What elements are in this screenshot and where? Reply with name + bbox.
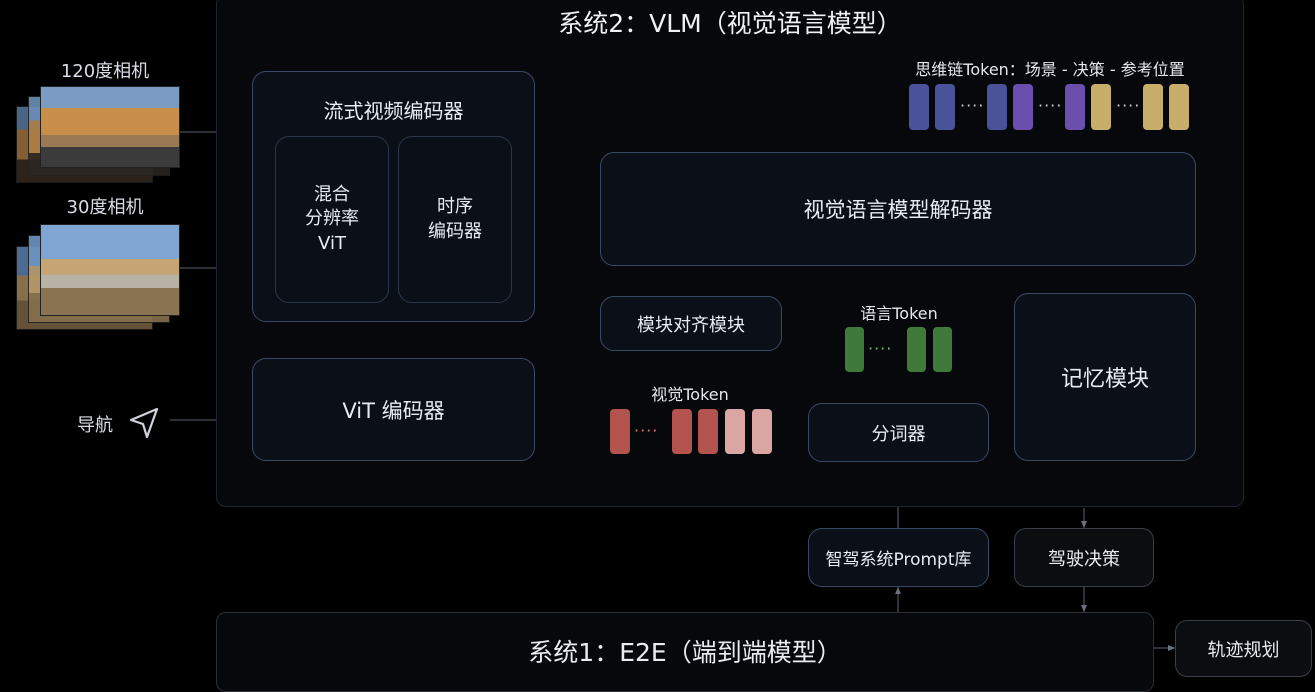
cot-token xyxy=(909,84,929,130)
language-token xyxy=(845,327,864,372)
visual-token xyxy=(698,409,718,454)
visual-token-label: 视觉Token xyxy=(651,385,729,404)
nav-label: 导航 xyxy=(77,415,113,436)
driving-decision: 驾驶决策 xyxy=(1014,528,1154,587)
language-token xyxy=(933,327,952,372)
cot-token xyxy=(1065,84,1085,130)
ellipsis-icon: ···· xyxy=(1038,96,1063,115)
ellipsis-icon: ···· xyxy=(634,421,659,440)
vlm-decoder: 视觉语言模型解码器 xyxy=(600,152,1196,266)
prompt-library: 智驾系统Prompt库 xyxy=(808,528,989,587)
navigation-arrow-icon xyxy=(129,407,159,439)
ellipsis-icon: ···· xyxy=(960,96,985,115)
cam30-image-stack xyxy=(16,224,180,330)
streaming-encoder-title: 流式视频编码器 xyxy=(323,99,464,123)
visual-token xyxy=(725,409,745,454)
ellipsis-icon: ···· xyxy=(868,339,893,358)
cot-token-label: 思维链Token：场景 - 决策 - 参考位置 xyxy=(915,60,1185,79)
language-token xyxy=(907,327,926,372)
cam30-label: 30度相机 xyxy=(66,197,144,218)
mixed-line1: 混合 xyxy=(314,184,350,206)
mixed-resolution-vit: 混合 分辨率 ViT xyxy=(275,136,389,303)
trajectory-planning: 轨迹规划 xyxy=(1175,620,1312,677)
vlm-title: 系统2：VLM（视觉语言模型） xyxy=(558,9,902,38)
temporal-line1: 时序 xyxy=(437,196,473,218)
mixed-line2: 分辨率 xyxy=(305,208,359,230)
visual-token xyxy=(752,409,772,454)
vit-encoder: ViT 编码器 xyxy=(252,358,535,461)
e2e-panel: 系统1：E2E（端到端模型） xyxy=(216,612,1154,692)
cot-token xyxy=(1143,84,1163,130)
cot-token xyxy=(1013,84,1033,130)
cam120-image-stack xyxy=(16,86,180,183)
cot-token xyxy=(1091,84,1111,130)
memory-module: 记忆模块 xyxy=(1014,293,1196,461)
temporal-line2: 编码器 xyxy=(428,220,482,242)
alignment-module: 模块对齐模块 xyxy=(600,296,782,351)
cam120-label: 120度相机 xyxy=(60,61,150,82)
temporal-encoder: 时序 编码器 xyxy=(398,136,512,303)
visual-token xyxy=(672,409,692,454)
language-token-label: 语言Token xyxy=(860,304,938,323)
tokenizer: 分词器 xyxy=(808,403,989,462)
cot-token xyxy=(987,84,1007,130)
cot-token xyxy=(1169,84,1189,130)
ellipsis-icon: ···· xyxy=(1116,96,1141,115)
visual-token xyxy=(610,409,630,454)
mixed-line3: ViT xyxy=(318,232,346,254)
cot-token xyxy=(935,84,955,130)
